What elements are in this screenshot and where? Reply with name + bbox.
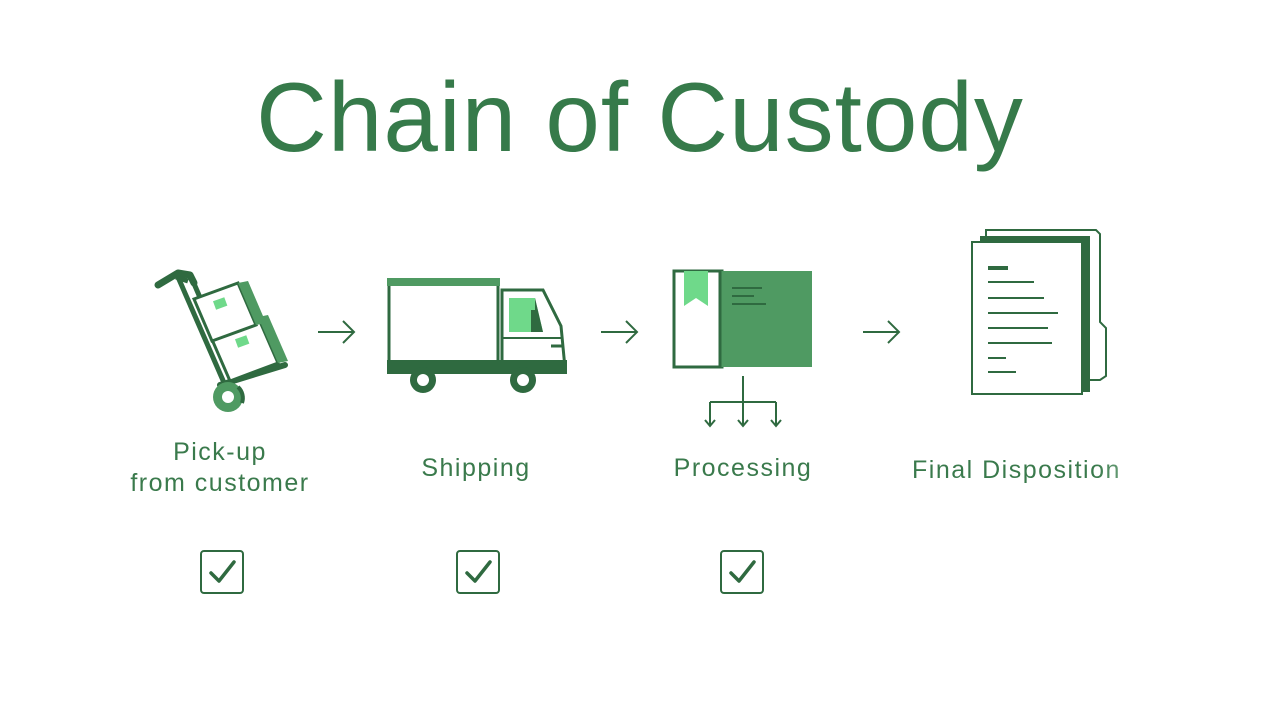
page-title: Chain of Custody [256, 62, 1024, 172]
box-icon [672, 269, 812, 428]
arrow-right-icon [601, 320, 639, 344]
checkbox-checked-icon [456, 550, 500, 594]
stage-label-line: Processing [673, 454, 813, 482]
stage-label-line: Shipping [421, 454, 531, 482]
checkbox-checked-icon [720, 550, 764, 594]
documents-icon [971, 229, 1107, 395]
stage-label-final-disposition: Final Disposition [912, 455, 1168, 486]
stage-label-line: Final Disposition [912, 455, 1168, 486]
truck-icon [387, 278, 567, 393]
stage-label-processing: Processing [643, 453, 843, 484]
hand-truck-icon [154, 269, 288, 412]
stage-label-pickup: Pick-up from customer [100, 437, 340, 499]
arrow-right-icon [318, 320, 356, 344]
stage-label-line: Pick-up [173, 438, 267, 466]
stage-label-line: from customer [130, 469, 310, 497]
checkbox-checked-icon [200, 550, 244, 594]
arrow-right-icon [863, 320, 901, 344]
stage-label-shipping: Shipping [376, 453, 576, 484]
